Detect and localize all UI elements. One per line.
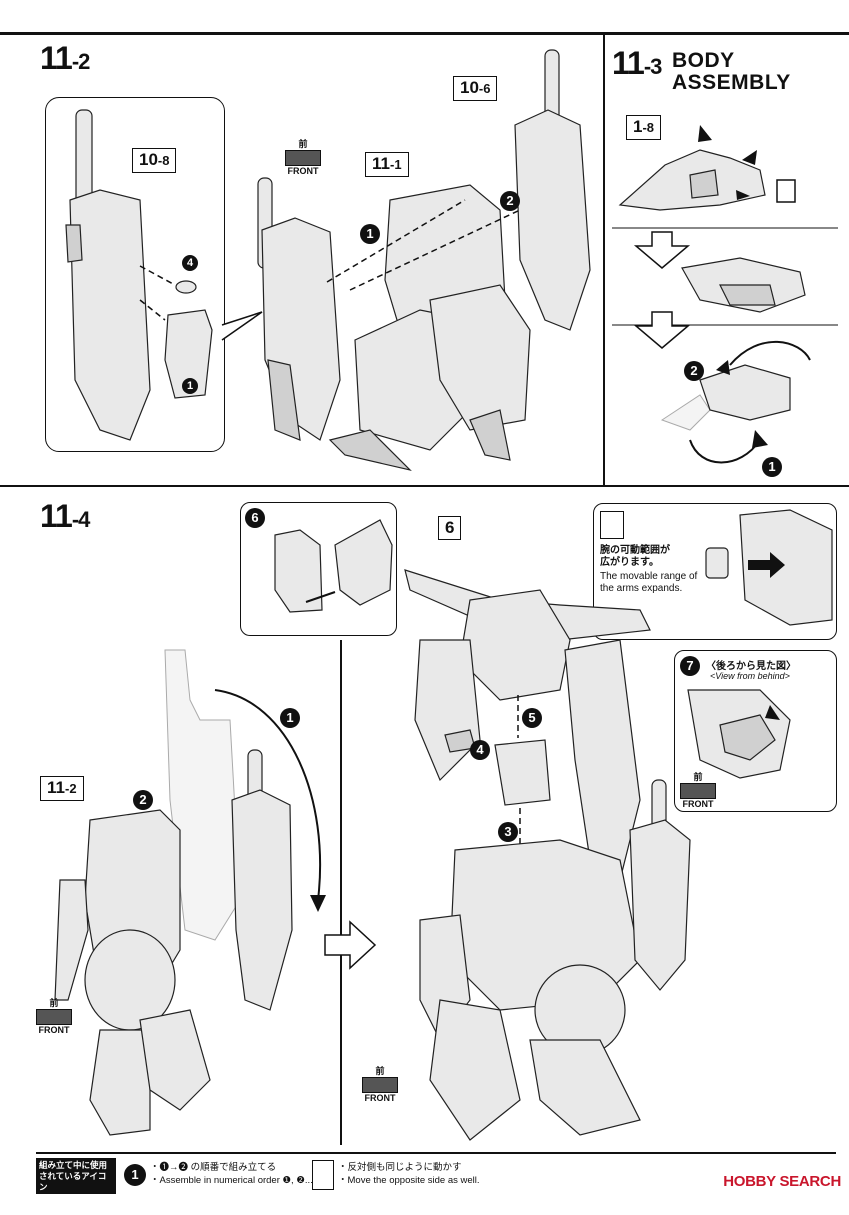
marker-1-11-3: 1 [762,457,782,477]
part-label-6: 6 [438,516,462,540]
marker-2-11-2: 2 [500,191,520,211]
step-11-4-heading: 11-4 [40,498,90,534]
part-label-11-2: 11-2 [40,776,84,801]
marker-1-11-4-left: 1 [280,708,300,728]
step-11-3-title: BODY ASSEMBLY [672,49,791,94]
behind-title-en: <View from behind> [710,671,790,681]
part-label-1-8: 1-8 [626,115,662,140]
step-11-2-heading: 11-2 [40,40,90,76]
divider-horizontal [0,485,849,487]
arm-range-note-jp: 腕の可動範囲が 広がります。 [600,545,670,568]
top-rule [0,32,849,35]
behind-title-jp: 〈後ろから見た図〉 [706,661,796,672]
part-label-10-8: 10-8 [132,148,177,173]
marker-2-11-3: 2 [684,361,704,381]
marker-5-11-4: 5 [522,708,542,728]
part-label-10-6: 10-6 [453,76,498,101]
divider-vertical-bottom [340,640,342,1145]
footer-order-text: ・❶→❷ の順番で組み立てる ・Assemble in numerical or… [150,1162,313,1186]
marker-3-11-4: 3 [498,822,518,842]
marker-2-11-4-left: 2 [133,790,153,810]
opposite-side-icon [600,511,624,539]
footer-opposite-text: ・反対側も同じように動かす ・Move the opposite side as… [338,1162,480,1186]
footer-rule [36,1152,836,1154]
marker-1-11-2: 1 [360,224,380,244]
marker-7-callout: 7 [680,656,700,676]
marker-6-callout: 6 [245,508,265,528]
opposite-side-icon-footer [312,1160,334,1190]
marker-4-11-4: 4 [470,740,490,760]
watermark-hobby-search: HOBBY SEARCH [723,1173,841,1190]
order-icon: 1 [124,1164,146,1186]
step-11-3-heading: 11-3 [612,45,662,81]
part-label-11-1: 11-1 [365,152,409,177]
marker-4-inset: 4 [182,255,198,271]
footer-symbols-box: 組み立て中に使用 されているアイコン Symbols used in instr… [36,1158,116,1213]
arm-range-note-en: The movable range of the arms expands. [600,571,698,594]
marker-1-inset: 1 [182,378,198,394]
divider-vertical-top [603,33,605,485]
